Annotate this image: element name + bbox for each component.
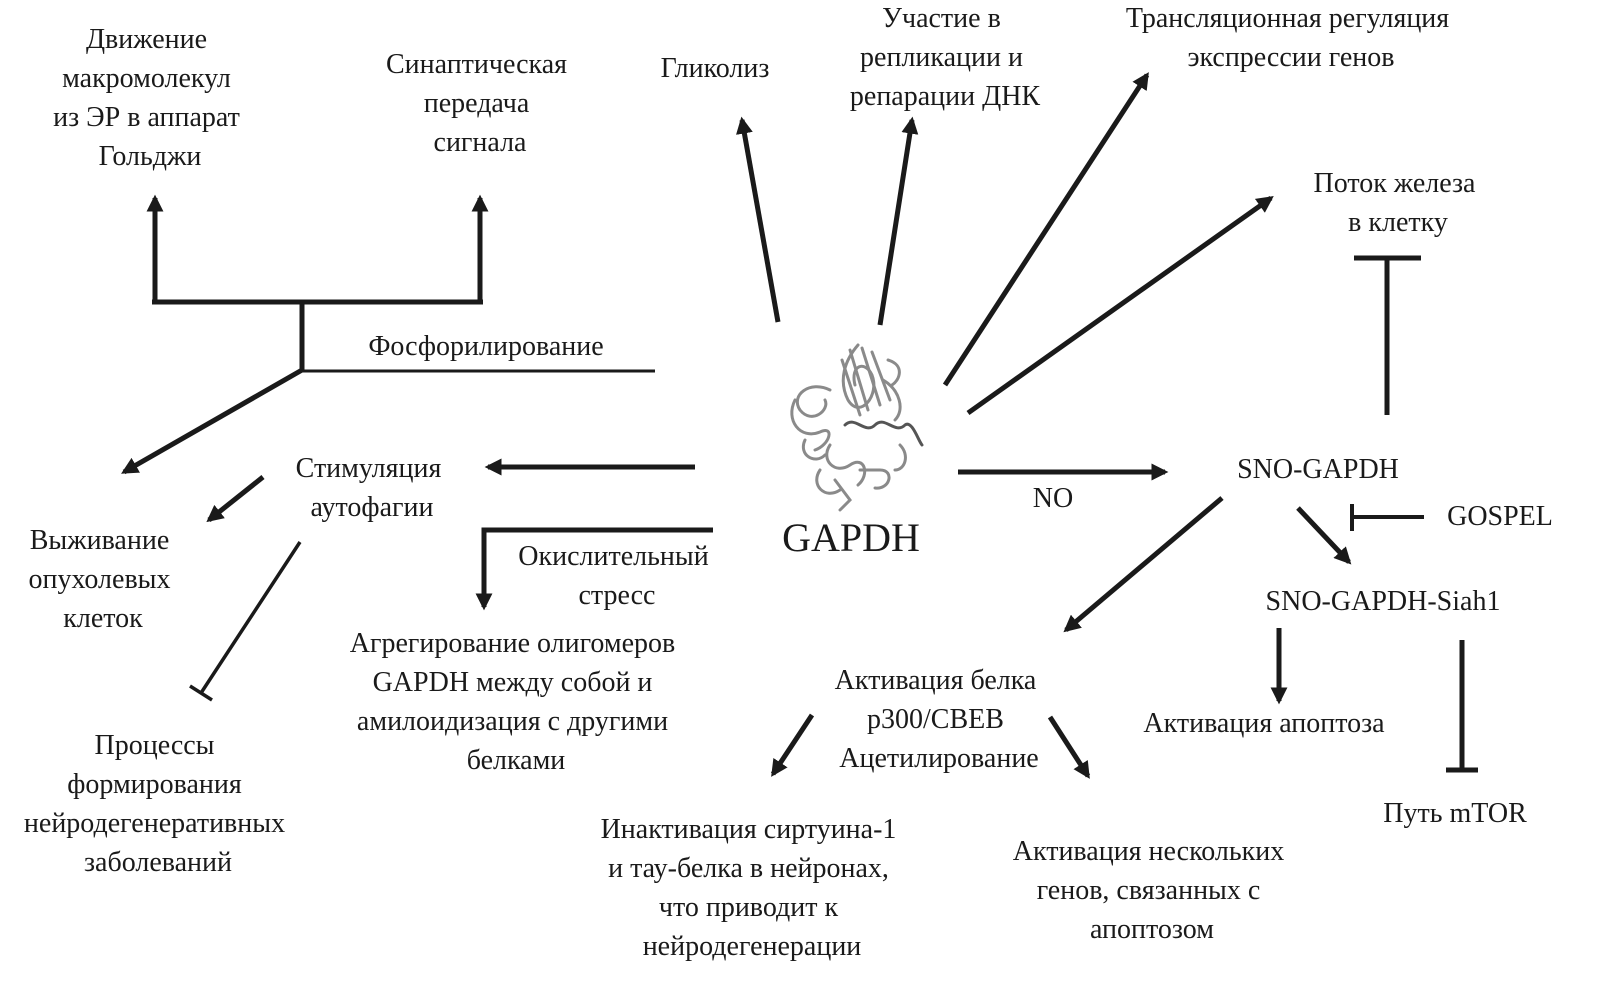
label-phosphorylation: Фосфорилирование [368, 331, 603, 362]
node-label-line: Фосфорилирование [368, 331, 603, 362]
sno-to-siah1-arrow [1296, 506, 1352, 565]
gapdh-to-dna-arrow [877, 116, 919, 326]
sno-to-p300-arrow [1063, 496, 1224, 633]
node-label-line: что приводит к [659, 892, 839, 923]
node-label-line: Агрегирование олигомеров [350, 628, 676, 659]
node-neurodegen-processes: Процессы формирования нейродегенеративны… [24, 730, 292, 878]
gapdh-to-translation-arrow [942, 72, 1150, 387]
node-label-line: p300/CBEB [867, 704, 1004, 735]
edges [121, 72, 1478, 779]
node-label-line: Участие в [882, 3, 1001, 34]
node-label-line: Путь mTOR [1383, 798, 1527, 829]
node-glycolysis: Гликолиз [661, 53, 770, 84]
node-p300: Активация белка p300/CBEB Ацетилирование [835, 665, 1044, 774]
node-dna: Участие в репликации и репарации ДНК [850, 3, 1041, 112]
node-label-line: GAPDH [782, 515, 920, 560]
node-gapdh: GAPDH [782, 515, 920, 560]
node-label-line: Стимуляция [296, 453, 442, 484]
node-label-line: клеток [63, 603, 143, 634]
node-label-line: Активация белка [835, 665, 1037, 696]
node-mtor: Путь mTOR [1383, 798, 1527, 829]
node-label-line: NO [1033, 483, 1073, 514]
sno-inhibits-iron [1354, 255, 1421, 415]
node-label-line: Выживание [30, 525, 170, 556]
node-label-line: заболеваний [84, 847, 232, 878]
node-label-line: Поток железа [1314, 168, 1477, 199]
node-label-line: в клетку [1348, 207, 1448, 238]
oxidative-stress-arrow [475, 527, 713, 611]
p300-to-genes-arrow [1047, 715, 1091, 779]
node-label-line: репарации ДНК [850, 81, 1041, 112]
autophagy-inhibits-neurodegen [189, 541, 302, 702]
node-label-line: Синаптическая [386, 49, 567, 80]
node-sno-gapdh: SNO-GAPDH [1237, 454, 1399, 485]
node-er-golgi: Движение макромолекул из ЭР в аппарат Го… [53, 24, 247, 172]
p300-to-sirtuin-arrow [770, 713, 815, 777]
node-label-line: Гольджи [99, 141, 202, 172]
gapdh-to-glycolysis-arrow [736, 116, 781, 323]
node-label-line: аутофагии [311, 492, 434, 523]
node-label-line: нейродегенеративных [24, 808, 285, 839]
node-label-line: опухолевых [29, 564, 171, 595]
node-label-line: Трансляционная регуляция [1126, 3, 1449, 34]
gapdh-protein-ribbon-icon [790, 343, 924, 512]
node-label-line: из ЭР в аппарат [53, 102, 240, 133]
node-synaptic: Синаптическая передача сигнала [386, 49, 574, 158]
node-sno-gapdh-siah1: SNO-GAPDH-Siah1 [1266, 586, 1501, 617]
node-label-line: Инактивация сиртуина-1 [601, 814, 897, 845]
node-label-line: апоптозом [1090, 914, 1214, 945]
node-label-line: передача [424, 88, 530, 119]
node-apoptosis: Активация апоптоза [1143, 708, 1385, 739]
node-label-line: SNO-GAPDH [1237, 454, 1399, 485]
node-apoptosis-genes: Активация нескольких генов, связанных с … [1013, 836, 1291, 945]
label-oxidative-stress: Окислительный стресс [518, 541, 715, 611]
node-gospel: GOSPEL [1447, 501, 1553, 532]
node-label-line: и тау-белка в нейронах, [608, 853, 889, 884]
node-label-line: Активация нескольких [1013, 836, 1284, 867]
node-label-line: Ацетилирование [839, 743, 1039, 774]
node-autophagy: Стимуляция аутофагии [296, 453, 449, 523]
node-label-line: Окислительный [518, 541, 708, 572]
node-label-line: сигнала [434, 127, 528, 158]
node-label-line: Процессы [95, 730, 215, 761]
node-label-line: макромолекул [62, 63, 231, 94]
gospel-inhibits-siah1 [1350, 504, 1424, 531]
node-label-line: GAPDH между собой и [373, 667, 653, 698]
node-iron: Поток железа в клетку [1314, 168, 1483, 238]
node-label-line: экспрессии генов [1187, 42, 1394, 73]
gapdh-to-iron-arrow [966, 195, 1274, 416]
node-label-line: формирования [67, 769, 242, 800]
node-label-line: амилоидизация с другими [357, 706, 668, 737]
node-label-line: стресс [579, 580, 656, 611]
node-label-line: SNO-GAPDH-Siah1 [1266, 586, 1501, 617]
node-label-line: Гликолиз [661, 53, 770, 84]
label-no: NO [1033, 483, 1073, 514]
node-label-line: Движение [86, 24, 207, 55]
node-label-line: белками [467, 745, 566, 776]
node-label-line: нейродегенерации [643, 931, 862, 962]
node-tumor-survival: Выживание опухолевых клеток [29, 525, 178, 634]
node-label-line: репликации и [860, 42, 1023, 73]
node-aggregation: Агрегирование олигомеров GAPDH между соб… [350, 628, 683, 776]
node-label-line: Активация апоптоза [1143, 708, 1385, 739]
node-translation: Трансляционная регуляция экспрессии гено… [1126, 3, 1456, 73]
phospho-to-tumor-arrow [121, 367, 304, 475]
siah1-inhibits-mtor [1446, 640, 1478, 773]
node-label-line: генов, связанных с [1037, 875, 1261, 906]
autophagy-to-tumor-arrow [206, 475, 265, 523]
node-sirtuin: Инактивация сиртуина-1 и тау-белка в ней… [601, 814, 904, 962]
node-label-line: GOSPEL [1447, 501, 1553, 532]
